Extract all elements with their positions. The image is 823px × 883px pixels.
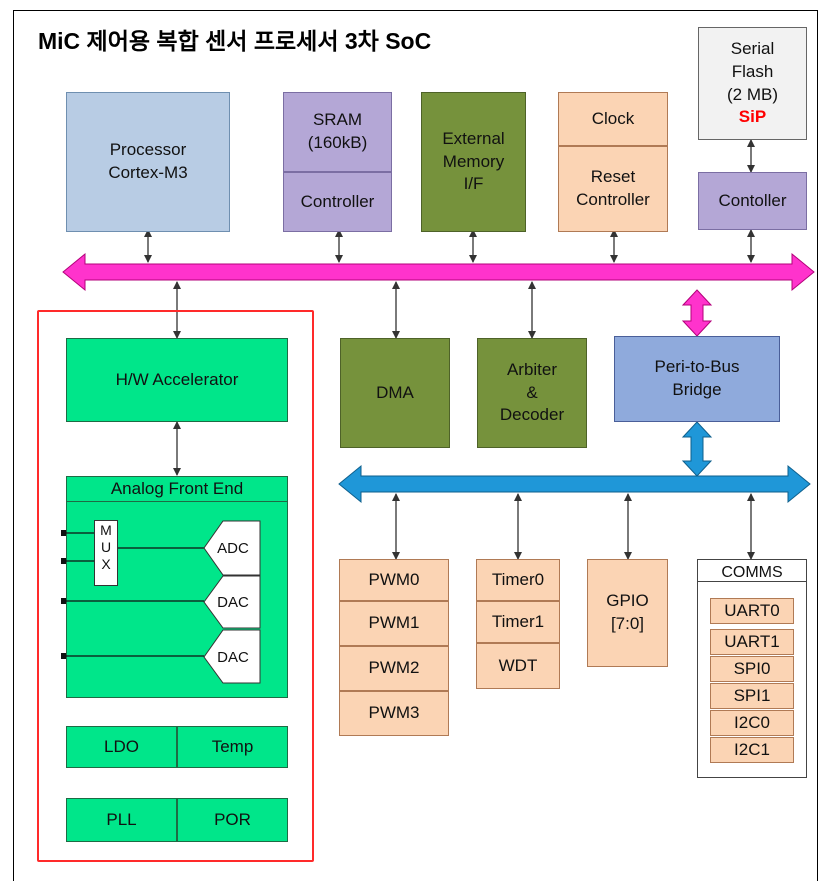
dac-shape-1 bbox=[203, 575, 261, 629]
processor-label-line1: Processor bbox=[109, 140, 187, 160]
temp-block: Temp bbox=[177, 726, 288, 768]
hw-accelerator-label: H/W Accelerator bbox=[115, 369, 239, 389]
sram-controller-label: Controller bbox=[300, 191, 375, 211]
system-bus-arrow bbox=[62, 252, 815, 292]
peripheral-bus-arrow bbox=[338, 464, 811, 504]
gpio-line1: GPIO bbox=[606, 591, 649, 611]
timer1-label: Timer1 bbox=[491, 611, 545, 631]
reset-controller-label: Controller bbox=[576, 190, 650, 209]
adc-label: ADC bbox=[217, 540, 249, 557]
comms-title: COMMS bbox=[721, 564, 783, 581]
pwm2-block: PWM2 bbox=[339, 646, 449, 691]
analog-region-highlight bbox=[37, 310, 314, 862]
arbiter-decoder-block: Arbiter & Decoder bbox=[477, 338, 587, 448]
pll-label: PLL bbox=[106, 809, 137, 829]
hw-accelerator-block: H/W Accelerator bbox=[66, 338, 288, 422]
pin-2 bbox=[61, 558, 66, 564]
diagram-title: MiC 제어용 복합 센서 프로세서 3차 SoC bbox=[38, 28, 432, 54]
bridge-line1: Peri-to-Bus bbox=[654, 357, 740, 377]
i2c1-label: I2C1 bbox=[734, 739, 770, 759]
pwm2-label: PWM2 bbox=[368, 658, 420, 678]
pwm1-label: PWM1 bbox=[368, 613, 420, 633]
ldo-block: LDO bbox=[66, 726, 177, 768]
mux-letter-m: M bbox=[100, 522, 112, 538]
sram-controller-block: Controller bbox=[283, 172, 392, 232]
spi1-label: SPI1 bbox=[733, 685, 771, 705]
processor-label-line2: Cortex-M3 bbox=[108, 163, 188, 182]
uart1-label: UART1 bbox=[724, 631, 780, 651]
afe-title: Analog Front End bbox=[66, 476, 288, 502]
sram-size: (160kB) bbox=[307, 133, 368, 152]
ldo-label: LDO bbox=[104, 736, 139, 756]
bridge-line2: Bridge bbox=[672, 380, 722, 399]
arbiter-line3: Decoder bbox=[499, 405, 565, 425]
i2c0-block: I2C0 bbox=[710, 710, 794, 736]
dma-block: DMA bbox=[340, 338, 450, 448]
timer0-block: Timer0 bbox=[476, 559, 560, 601]
mux-block: M U X bbox=[94, 520, 118, 586]
pwm0-label: PWM0 bbox=[368, 569, 420, 589]
pwm1-block: PWM1 bbox=[339, 601, 449, 646]
flash-line2: Flash bbox=[731, 61, 774, 81]
pll-block: PLL bbox=[66, 798, 177, 842]
flash-controller-label: Contoller bbox=[718, 190, 787, 210]
uart0-block: UART0 bbox=[710, 598, 794, 624]
pwm3-label: PWM3 bbox=[368, 703, 420, 723]
dma-label: DMA bbox=[376, 382, 414, 402]
mux-letter-u: U bbox=[100, 539, 112, 555]
gpio-line2: [7:0] bbox=[610, 614, 645, 633]
dac-label-2: DAC bbox=[217, 649, 249, 666]
dac-shape-2 bbox=[203, 629, 261, 684]
pin-1 bbox=[61, 530, 66, 536]
flash-line3: (2 MB) bbox=[727, 84, 778, 104]
pwm3-block: PWM3 bbox=[339, 691, 449, 736]
extmem-line2: Memory bbox=[442, 151, 505, 171]
i2c1-block: I2C1 bbox=[710, 737, 794, 763]
wdt-label: WDT bbox=[498, 655, 538, 675]
arbiter-line1: Arbiter bbox=[506, 359, 558, 379]
flash-line1: Serial bbox=[730, 38, 775, 58]
reset-label: Reset bbox=[590, 167, 636, 187]
diagram-frame bbox=[13, 10, 818, 881]
comms-divider bbox=[697, 581, 807, 582]
wdt-block: WDT bbox=[476, 643, 560, 689]
por-block: POR bbox=[177, 798, 288, 842]
sram-label: SRAM bbox=[312, 110, 363, 130]
uart1-block: UART1 bbox=[710, 629, 794, 655]
uart0-label: UART0 bbox=[724, 600, 780, 620]
clock-block: Clock bbox=[558, 92, 668, 146]
gpio-block: GPIO [7:0] bbox=[587, 559, 668, 667]
clock-label: Clock bbox=[591, 108, 635, 128]
serial-flash-block: Serial Flash (2 MB) SiP bbox=[698, 27, 807, 140]
extmem-line1: External bbox=[442, 128, 505, 148]
pin-3 bbox=[61, 598, 66, 604]
por-label: POR bbox=[214, 809, 251, 829]
sip-label: SiP bbox=[738, 107, 767, 127]
arbiter-line2: & bbox=[526, 382, 538, 402]
spi1-block: SPI1 bbox=[710, 683, 794, 709]
flash-controller-block: Contoller bbox=[698, 172, 807, 230]
dac-label-1: DAC bbox=[217, 594, 249, 611]
temp-label: Temp bbox=[211, 736, 254, 756]
pwm0-block: PWM0 bbox=[339, 559, 449, 601]
spi0-block: SPI0 bbox=[710, 656, 794, 682]
bridge-peripheral-link bbox=[681, 421, 713, 477]
timer0-label: Timer0 bbox=[491, 569, 545, 589]
extmem-line3: I/F bbox=[463, 174, 484, 194]
sram-block: SRAM (160kB) bbox=[283, 92, 392, 172]
spi0-label: SPI0 bbox=[733, 658, 771, 678]
pin-4 bbox=[61, 653, 66, 659]
timer1-block: Timer1 bbox=[476, 601, 560, 643]
mux-letter-x: X bbox=[101, 556, 111, 572]
adc-shape bbox=[203, 520, 261, 576]
i2c0-label: I2C0 bbox=[734, 712, 770, 732]
